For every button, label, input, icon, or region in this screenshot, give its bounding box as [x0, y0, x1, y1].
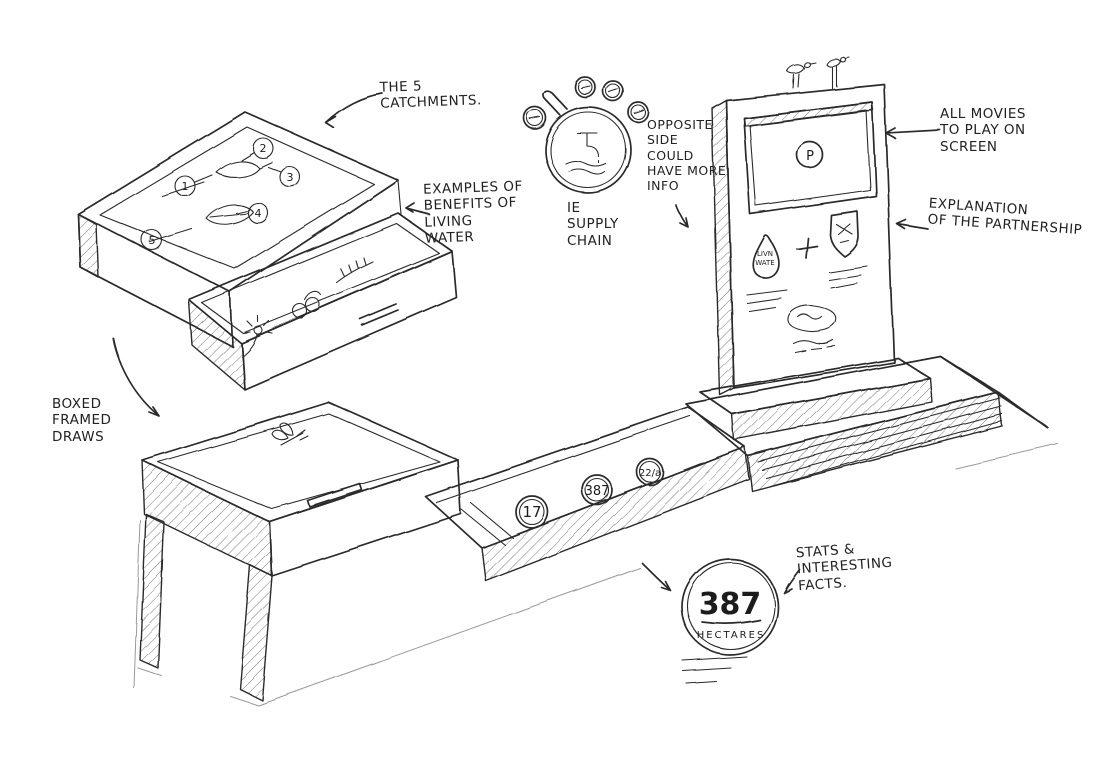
kiosk-panel — [725, 83, 895, 389]
table-drawer-handle — [307, 483, 363, 508]
droplet-text-line2: WATE — [755, 259, 774, 267]
bird-icon-2 — [825, 56, 850, 89]
label-examples-benefits: EXAMPLES OF BENEFITS OF LIVING WATER — [422, 178, 523, 248]
catchment-number-4: 4 — [255, 207, 262, 220]
arrow-all-movies — [885, 127, 941, 139]
arrow-catchments — [324, 92, 383, 128]
catchment-number-5: 5 — [149, 234, 156, 247]
drawer-plant-sketches — [240, 257, 374, 357]
kiosk — [711, 56, 895, 396]
tabletop-insect-sketch — [271, 422, 309, 446]
detail-stat-unit: HECTARES — [697, 630, 766, 641]
table-leg-front — [239, 564, 273, 701]
label-all-movies: ALL MOVIES TO PLAY ON SCREEN — [940, 106, 1026, 155]
ground-lines — [133, 443, 1059, 706]
catchment-circle-2 — [252, 137, 274, 159]
detail-stat-circle — [681, 558, 779, 684]
play-button-label: P — [806, 149, 814, 164]
catchment-circle-4 — [247, 202, 269, 224]
catchment-number-2: 2 — [260, 142, 267, 155]
water-droplet-icon — [752, 234, 780, 279]
arrow-opposite-side — [675, 204, 689, 228]
catchment-circle-3 — [279, 166, 301, 188]
bench — [425, 406, 750, 582]
bench-stat-3: 22/a — [639, 468, 661, 479]
bench-stat-disc-3 — [636, 458, 664, 486]
bench-stat-disc-1 — [515, 495, 549, 529]
platform-ramp — [939, 355, 1049, 429]
drawer-handle — [359, 303, 399, 326]
shield-icon — [829, 210, 859, 257]
label-boxed-framed-draws: BOXED FRAMED DRAWS — [52, 396, 112, 445]
bench-stat-disc-2 — [581, 474, 613, 506]
label-catchments: THE 5 CATCHMENTS. — [379, 78, 483, 113]
detail-stat-value: 387 — [699, 587, 762, 622]
arrow-explanation — [896, 219, 929, 230]
arrow-boxed-draws — [112, 337, 160, 417]
sketch-text-layer: 1 2 3 4 5 17 387 22/a 387 HECTARES P LIV… — [149, 142, 815, 641]
plus-icon — [796, 237, 818, 259]
catchment-number-1: 1 — [182, 180, 189, 193]
catchments-box — [77, 111, 457, 390]
bench-stat-1: 17 — [522, 503, 541, 521]
magnifier-handle — [542, 90, 568, 116]
partnership-logo-scribble — [787, 304, 837, 333]
tap-icon — [565, 132, 607, 176]
play-button-icon — [796, 141, 824, 169]
magnifier-circle — [544, 106, 632, 194]
catchment-map-sketches — [149, 151, 282, 243]
table-unit — [139, 401, 462, 701]
supply-chain-node-icons — [523, 76, 649, 130]
label-stats-facts: STATS & INTERESTING FACTS. — [795, 541, 894, 595]
bird-icon — [786, 61, 816, 89]
kiosk-platform — [685, 355, 1049, 492]
label-opposite-side: OPPOSITE SIDE COULD HAVE MORE INFO — [647, 117, 727, 193]
droplet-text-line1: LIVN — [757, 250, 773, 258]
annotation-arrows — [112, 92, 941, 594]
catchment-number-3: 3 — [287, 171, 294, 184]
table-leg-left — [139, 513, 165, 669]
supply-chain-magnifier — [523, 76, 649, 194]
arrow-bench-to-detail — [641, 562, 671, 591]
catchment-circle-5 — [141, 229, 163, 251]
arrow-examples — [405, 202, 430, 215]
bench-stat-2: 387 — [585, 484, 610, 499]
catchment-circle-1 — [174, 175, 196, 197]
label-supply-chain: IE SUPPLY CHAIN — [567, 200, 619, 249]
arrow-stats — [783, 569, 801, 594]
